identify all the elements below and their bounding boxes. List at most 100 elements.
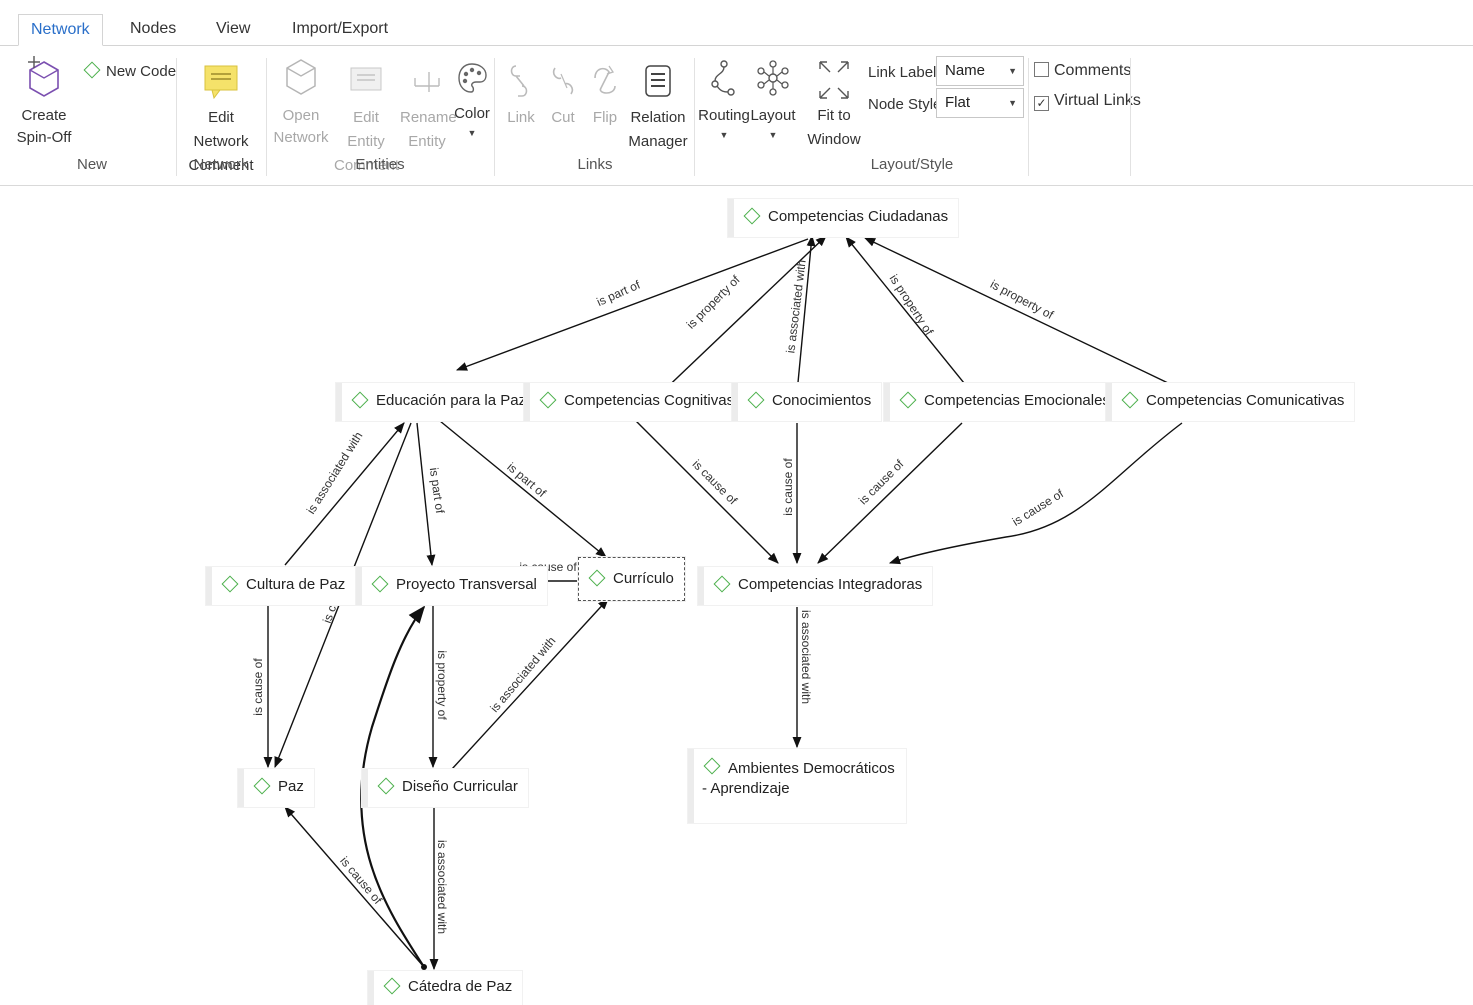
- edit-entity-comment-label-line2: Comment: [334, 157, 400, 174]
- layout-dropdown-button[interactable]: Layout ▼: [750, 56, 796, 142]
- chevron-down-icon: ▼: [768, 130, 778, 140]
- create-spinoff-button[interactable]: Create Spin-Off: [14, 54, 74, 150]
- code-diamond-icon: [747, 391, 765, 409]
- group-label-new: New: [76, 156, 107, 173]
- link-label: is property of: [887, 272, 937, 338]
- cut-button[interactable]: Cut: [544, 58, 582, 130]
- group-label-layout-style: Layout/Style: [870, 156, 954, 173]
- comments-checkbox[interactable]: Comments: [1034, 62, 1131, 80]
- relation-manager-label-line2: Manager: [628, 133, 688, 150]
- virtual-links-checkbox[interactable]: ✓Virtual Links: [1034, 92, 1141, 111]
- node-diseno-curricular[interactable]: Diseño Curricular: [362, 769, 528, 807]
- layout-icon: [757, 60, 789, 96]
- network-link[interactable]: [796, 234, 816, 394]
- code-diamond-icon: [899, 391, 917, 409]
- checkmark-icon: ✓: [1034, 96, 1049, 111]
- link-label: is associated with: [435, 840, 449, 934]
- node-catedra-de-paz[interactable]: Cátedra de Paz: [368, 971, 523, 1005]
- fit-to-window-button[interactable]: Fit to Window: [804, 58, 864, 152]
- network-link[interactable]: [817, 422, 963, 564]
- network-link[interactable]: [888, 422, 1183, 565]
- group-label-network: Network: [193, 156, 249, 173]
- tab-network[interactable]: Network: [18, 14, 103, 46]
- code-diamond-icon: [351, 391, 369, 409]
- node-label: Competencias Integradoras: [738, 576, 923, 593]
- open-network-button[interactable]: Open Network: [272, 54, 330, 150]
- flip-button[interactable]: Flip: [586, 58, 624, 130]
- link-label: is cause of: [337, 854, 385, 907]
- tab-nodes[interactable]: Nodes: [130, 20, 177, 37]
- link-label: is associated with: [487, 634, 558, 715]
- network-link[interactable]: [360, 605, 426, 968]
- tab-view[interactable]: View: [216, 20, 251, 37]
- routing-dropdown-button[interactable]: Routing ▼: [698, 56, 750, 142]
- checkbox-box: [1034, 62, 1049, 77]
- edit-entity-comment-label-line1: Edit Entity: [347, 109, 385, 150]
- node-proyecto-transversal[interactable]: Proyecto Transversal: [356, 567, 547, 605]
- group-label-entities: Entities: [355, 156, 405, 173]
- node-competencias-cognitivas[interactable]: Competencias Cognitivas: [524, 383, 745, 421]
- link-label-select[interactable]: Name ▼: [936, 56, 1024, 86]
- code-diamond-icon: [221, 575, 239, 593]
- flip-label: Flip: [592, 109, 618, 126]
- network-link[interactable]: [635, 420, 779, 564]
- relation-manager-button[interactable]: Relation Manager: [628, 62, 688, 154]
- code-diamond-icon: [377, 777, 395, 795]
- routing-label: Routing: [698, 107, 750, 124]
- node-label: Conocimientos: [772, 392, 872, 409]
- node-conocimientos[interactable]: Conocimientos: [732, 383, 882, 421]
- link-label: is part of: [595, 277, 643, 309]
- network-link[interactable]: [455, 238, 809, 371]
- node-style-caption: Node Style: [868, 96, 942, 113]
- color-dropdown-button[interactable]: Color ▼: [454, 58, 490, 140]
- node-ambientes-democraticos[interactable]: Ambientes Democráticos - Aprendizaje: [688, 749, 906, 823]
- cut-link-icon: [552, 67, 574, 95]
- network-link[interactable]: [451, 598, 609, 770]
- group-label-links: Links: [577, 156, 613, 173]
- network-link[interactable]: [416, 422, 436, 567]
- rename-entity-label-line1: Rename: [400, 109, 457, 126]
- ribbon-separator: [266, 58, 267, 176]
- node-label: Paz: [278, 778, 304, 795]
- edit-network-comment-label-line1: Edit Network: [193, 109, 249, 150]
- ribbon-separator: [1028, 58, 1029, 176]
- fit-to-window-label-line2: Window: [807, 131, 861, 148]
- link-label: is cause of: [856, 456, 907, 507]
- node-competencias-ciudadanas[interactable]: Competencias Ciudadanas: [728, 199, 959, 237]
- network-link[interactable]: [284, 806, 425, 968]
- spinoff-icon: [28, 56, 59, 97]
- network-link[interactable]: [284, 422, 405, 566]
- new-code-button[interactable]: New Code: [82, 60, 176, 84]
- link-button[interactable]: Link: [504, 58, 538, 130]
- node-competencias-comunicativas[interactable]: Competencias Comunicativas: [1106, 383, 1355, 421]
- node-cultura-de-paz[interactable]: Cultura de Paz: [206, 567, 356, 605]
- link-label: is associated with: [304, 429, 366, 516]
- code-diamond-icon: [371, 575, 389, 593]
- code-diamond-icon: [588, 569, 606, 587]
- rename-icon: [414, 72, 440, 92]
- rename-entity-button[interactable]: Rename Entity: [400, 62, 457, 154]
- routing-icon: [711, 60, 735, 96]
- edit-network-comment-button[interactable]: Edit Network Comment: [180, 62, 262, 178]
- chevron-down-icon: ▼: [1008, 66, 1017, 76]
- node-competencias-emocionales[interactable]: Competencias Emocionales: [884, 383, 1120, 421]
- node-paz[interactable]: Paz: [238, 769, 314, 807]
- node-label: Competencias Emocionales: [924, 392, 1110, 409]
- color-label: Color: [454, 105, 490, 122]
- node-educacion-para-la-paz[interactable]: Educación para la Paz: [336, 383, 537, 421]
- entity-comment-icon: [350, 67, 382, 91]
- node-curriculo[interactable]: Currículo: [578, 557, 685, 601]
- node-label: Competencias Cognitivas: [564, 392, 735, 409]
- tab-import-export[interactable]: Import/Export: [292, 20, 389, 37]
- node-label: Proyecto Transversal: [396, 576, 537, 593]
- link-label: is cause of: [251, 658, 265, 716]
- node-style-select[interactable]: Flat ▼: [936, 88, 1024, 118]
- network-link[interactable]: [439, 420, 607, 558]
- relation-manager-icon: [645, 65, 671, 97]
- network-link[interactable]: [863, 237, 1169, 384]
- node-competencias-integradoras[interactable]: Competencias Integradoras: [698, 567, 933, 605]
- network-link[interactable]: [845, 236, 965, 384]
- edit-entity-comment-button[interactable]: Edit Entity Comment: [334, 62, 400, 178]
- network-canvas[interactable]: is part of is property of is associated wi…: [0, 187, 1473, 1005]
- code-diamond-icon: [83, 61, 101, 79]
